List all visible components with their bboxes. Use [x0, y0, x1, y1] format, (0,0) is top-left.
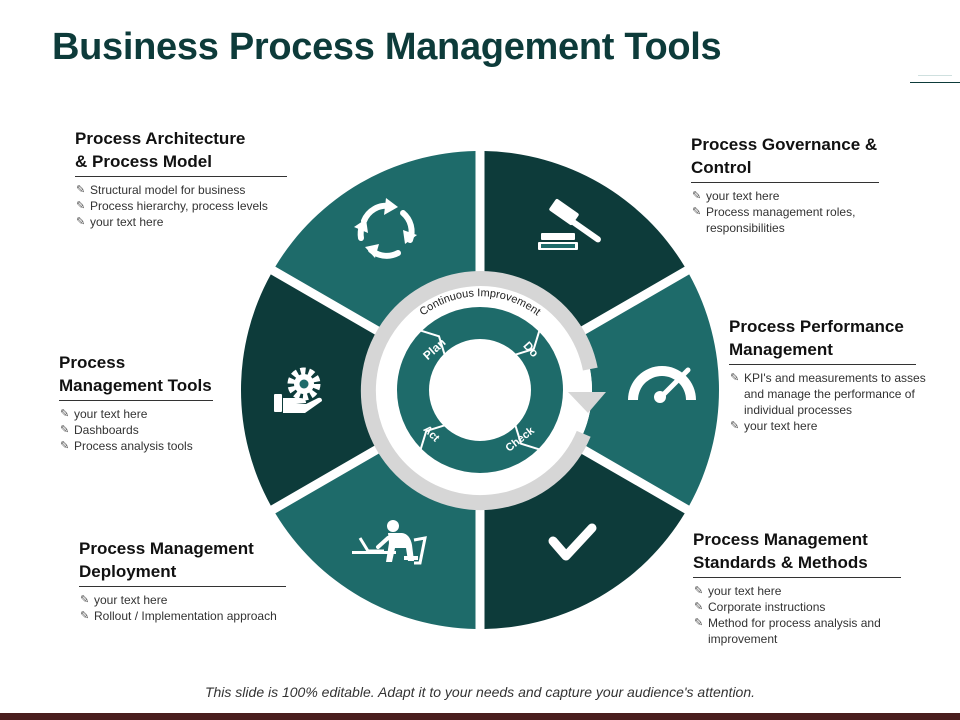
list-item: ✎your text here [80, 593, 168, 607]
pdca-separator [419, 424, 445, 450]
speedometer-icon [628, 366, 696, 403]
block-process-governance: Process Governance &Control ✎your text h… [691, 133, 879, 236]
pencil-icon: ✎ [694, 601, 704, 613]
pencil-icon: ✎ [692, 190, 702, 202]
pencil-icon: ✎ [692, 206, 702, 218]
pencil-icon: ✎ [76, 184, 86, 196]
list-item: ✎your text here [692, 189, 780, 203]
block-process-architecture: Process Architecture& Process Model ✎Str… [75, 127, 287, 230]
pdca-arrows [419, 329, 541, 451]
list-item: ✎your text here [60, 407, 148, 421]
list-item: ✎Dashboards [60, 423, 139, 437]
bottom-bar [0, 713, 960, 720]
list-item: ✎Method for process analysis and improve… [694, 616, 881, 646]
list-item: ✎KPI's and measurements to asses and man… [730, 371, 926, 417]
pencil-icon: ✎ [76, 216, 86, 228]
list-item: ✎Process analysis tools [60, 439, 193, 453]
pencil-icon: ✎ [76, 200, 86, 212]
gear-hand-icon [274, 367, 322, 413]
pdca-separator [515, 330, 541, 356]
checkmark-icon [548, 523, 597, 561]
pencil-icon: ✎ [730, 372, 740, 384]
pencil-icon: ✎ [730, 420, 740, 432]
page-title: Business Process Management Tools [52, 26, 722, 68]
decorative-rule [910, 82, 960, 83]
list-item: ✎Structural model for business [76, 183, 246, 197]
list-item: ✎your text here [694, 584, 782, 598]
pencil-icon: ✎ [60, 424, 70, 436]
list-item: ✎your text here [730, 419, 818, 433]
cycle-arrows-icon [354, 198, 417, 259]
list-item: ✎your text here [76, 215, 164, 229]
pencil-icon: ✎ [60, 440, 70, 452]
list-item: ✎Process hierarchy, process levels [76, 199, 268, 213]
decorative-rule [918, 75, 952, 76]
footer-note: This slide is 100% editable. Adapt it to… [204, 684, 756, 700]
block-title: Process Governance &Control [691, 133, 879, 183]
pencil-icon: ✎ [694, 585, 704, 597]
list-item: ✎Rollout / Implementation approach [80, 609, 277, 623]
continuous-improvement-arrowhead [568, 392, 606, 413]
pencil-icon: ✎ [694, 617, 704, 629]
segment-governance [579, 274, 719, 506]
block-title: Process Architecture& Process Model [75, 127, 287, 177]
list-item: ✎Process management roles, responsibilit… [692, 205, 856, 235]
pdca-ring [397, 307, 563, 473]
continuous-improvement-arrow [360, 271, 598, 511]
person-laptop-icon [352, 520, 427, 565]
pdca-separator [514, 425, 540, 451]
gavel-icon [538, 199, 601, 250]
pencil-icon: ✎ [60, 408, 70, 420]
pencil-icon: ✎ [80, 610, 90, 622]
list-item: ✎Corporate instructions [694, 600, 826, 614]
pencil-icon: ✎ [80, 594, 90, 606]
pdca-separator [420, 329, 446, 355]
